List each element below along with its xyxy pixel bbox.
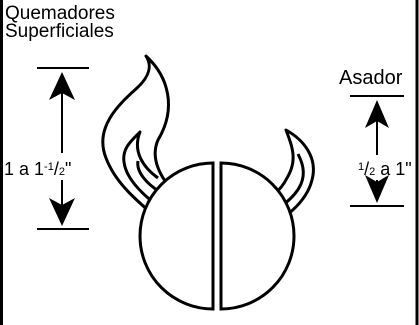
broiler-range-num: 1 (358, 161, 365, 174)
surface-range-unit: " (64, 159, 72, 179)
surface-range-frac-num: -1 (44, 161, 54, 174)
surface-burners-title-line2: Superficiales (5, 21, 114, 42)
burner-left-half (138, 161, 215, 311)
right-up-arrow-icon (365, 100, 389, 155)
broiler-range-rest: a 1" (375, 159, 412, 179)
left-down-arrow-icon (49, 180, 75, 226)
broiler-range-slash: / (364, 159, 370, 179)
surface-range-frac-slash: / (53, 159, 59, 179)
broiler-flame-range: 1/2 a 1" (358, 160, 412, 178)
right-down-arrow-icon (365, 175, 389, 203)
burner-right-half (219, 161, 296, 311)
burner-circle-icon (138, 161, 296, 311)
surface-range-frac-den: 2 (58, 166, 65, 178)
surface-burners-title-line1: Quemadores (5, 3, 115, 24)
surface-burner-flame-range: 1 a 1-1/2" (4, 160, 71, 178)
broiler-range-den: 2 (369, 166, 376, 178)
broiler-title: Asador (339, 67, 403, 89)
surface-range-prefix: 1 a 1 (4, 159, 45, 179)
left-up-arrow-icon (49, 72, 75, 153)
